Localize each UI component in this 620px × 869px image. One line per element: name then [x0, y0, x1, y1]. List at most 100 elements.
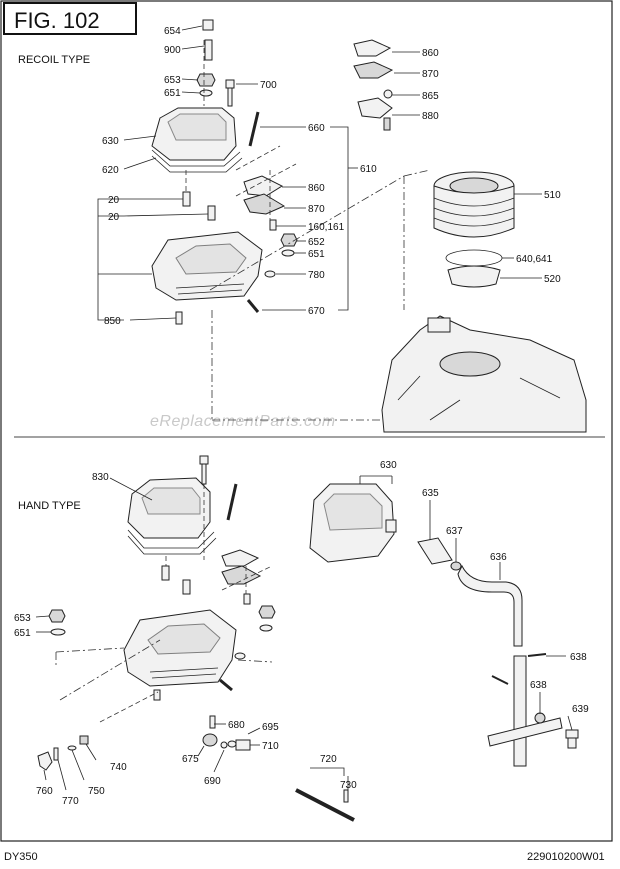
figure-title: FIG. 102	[14, 8, 100, 33]
callout-leaders-bottom	[35, 475, 573, 791]
pin-20-b	[207, 205, 216, 221]
crankcase-bore	[439, 351, 501, 377]
callout-695: 695	[262, 722, 279, 733]
callout-20: 20	[108, 212, 120, 223]
hose-636	[457, 564, 523, 647]
callout-638: 638	[570, 652, 587, 663]
insulator-hand	[221, 565, 262, 585]
callout-860: 860	[308, 183, 325, 194]
figure-title-box: FIG. 102	[3, 2, 137, 35]
clip-638-b	[491, 675, 509, 685]
callout-leaders-top	[97, 25, 542, 321]
callout-651: 651	[14, 628, 31, 639]
callout-20: 20	[108, 195, 120, 206]
washer-651-hand	[50, 628, 66, 636]
part-690	[220, 741, 228, 749]
callout-740: 740	[110, 762, 127, 773]
hose-635	[417, 537, 453, 565]
part-760	[37, 751, 53, 771]
part-675	[202, 733, 218, 747]
callout-653: 653	[14, 613, 31, 624]
callout-636: 636	[490, 552, 507, 563]
gasket-hand-a	[221, 549, 260, 567]
callout-870: 870	[308, 204, 325, 215]
bolt-700-shank	[227, 87, 233, 107]
bolt-hand-head	[199, 455, 209, 465]
callout-520: 520	[544, 274, 561, 285]
cylinder-fins	[433, 185, 515, 238]
cylinder-recoil	[381, 171, 587, 433]
nut-652	[280, 233, 298, 247]
gasket-860-a	[353, 39, 392, 57]
tube-636	[513, 655, 527, 767]
callout-labels-top: 654 900 653 651 700 630 620 660 610 860 …	[102, 26, 561, 327]
callout-710: 710	[262, 741, 279, 752]
callout-637: 637	[446, 526, 463, 537]
callout-780: 780	[308, 270, 325, 281]
callout-653: 653	[164, 75, 181, 86]
callout-652: 652	[308, 237, 325, 248]
callout-720: 720	[320, 754, 337, 765]
callout-510: 510	[544, 190, 561, 201]
callout-670: 670	[308, 306, 325, 317]
bolt-639-head	[565, 729, 579, 739]
callout-770: 770	[62, 796, 79, 807]
footer-model: DY350	[4, 851, 38, 863]
callout-760: 760	[36, 786, 53, 797]
callout-651: 651	[308, 249, 325, 260]
nut-653-hand	[48, 609, 66, 623]
callout-638: 638	[530, 680, 547, 691]
section-label-hand: HAND TYPE	[18, 500, 81, 512]
plug-850	[175, 311, 183, 325]
callout-680: 680	[228, 720, 245, 731]
pin-730	[343, 789, 349, 803]
stud-hand-670	[219, 678, 233, 692]
valve-cover-assembly-hand	[127, 455, 238, 555]
footer-code: 229010200W01	[527, 851, 605, 863]
pin-hand-a	[161, 565, 170, 581]
callout-690: 690	[204, 776, 221, 787]
breather-hose-assembly	[309, 483, 579, 767]
clip-638-a	[527, 653, 547, 657]
nut-653	[196, 73, 216, 87]
callout-730: 730	[340, 780, 357, 791]
bolt-639-body	[567, 737, 577, 749]
cover-gasket	[151, 149, 241, 167]
callout-880: 880	[422, 111, 439, 122]
callout-610: 610	[360, 164, 377, 175]
shaft-720	[295, 788, 355, 822]
stud-hand-160	[243, 593, 251, 605]
callout-750: 750	[88, 786, 105, 797]
callout-640-641: 640,641	[516, 254, 553, 265]
bracket	[487, 717, 563, 747]
part-865	[383, 89, 393, 99]
callout-651: 651	[164, 88, 181, 99]
valve-cover-assembly-recoil	[151, 19, 260, 173]
plate-880-screw	[383, 117, 391, 131]
part-680	[209, 715, 216, 729]
stud-160	[269, 219, 277, 231]
clip-638-c	[534, 712, 546, 724]
intake-gaskets-recoil	[243, 39, 394, 257]
nut-hand-652	[258, 605, 276, 619]
pin-hand-b	[182, 579, 191, 595]
cylinder-head-hand	[123, 549, 276, 701]
plate-880	[357, 97, 393, 119]
insulator-870-a	[353, 61, 394, 79]
callout-630: 630	[380, 460, 397, 471]
part-770	[53, 747, 59, 761]
gasket-860-b	[243, 175, 284, 197]
callout-635: 635	[422, 488, 439, 499]
oring-hand	[234, 652, 246, 660]
part-520	[447, 265, 501, 288]
bolt-cap	[202, 19, 214, 31]
callout-654: 654	[164, 26, 181, 37]
callout-850: 850	[104, 316, 121, 327]
callout-660: 660	[308, 123, 325, 134]
callout-620: 620	[102, 165, 119, 176]
callout-630: 630	[102, 136, 119, 147]
section-label-recoil: RECOIL TYPE	[18, 54, 91, 66]
stud-hand	[226, 483, 238, 521]
bolt-hand-shank	[201, 463, 207, 485]
